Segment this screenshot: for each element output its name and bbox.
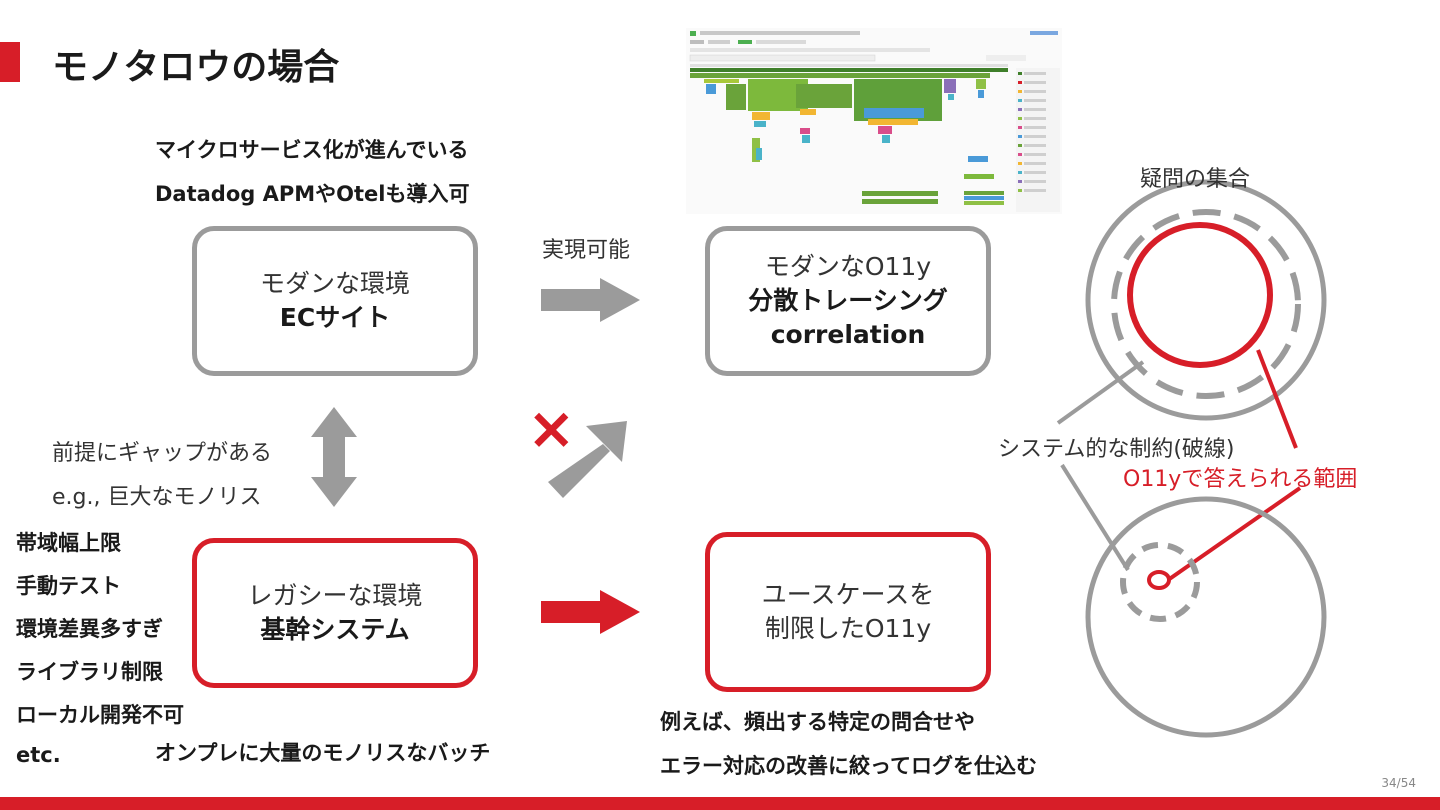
list-item: 環境差異多すぎ [16,617,163,641]
trace-flamegraph-screenshot [686,28,1062,214]
note-monolith: e.g., 巨大なモノリス [52,485,262,510]
list-item: 手動テスト [16,574,121,598]
box-modern-ec-line2: ECサイト [279,303,391,332]
title-accent-bar [0,42,20,82]
cross-mark: × [527,394,576,462]
box-legacy-line1: レガシーな環境 [247,581,423,610]
note-batch: オンプレに大量のモノリスなバッチ [155,741,491,765]
box-limited-o11y: ユースケースを 制限したO11y [705,532,991,692]
box-legacy-line2: 基幹システム [260,615,410,644]
box-modern-ec: モダンな環境 ECサイト [192,226,478,376]
note-example-1: 例えば、頻出する特定の問合せや [660,710,975,734]
box-modern-ec-line1: モダンな環境 [259,269,410,298]
arrow-right-gray [541,278,640,322]
answerable-circle-bottom [1147,570,1171,590]
box-modern-o11y: モダンなO11y 分散トレーシング correlation [705,226,991,376]
note-example-2: エラー対応の改善に絞ってログを仕込む [660,754,1037,778]
note-microservices: マイクロサービス化が進んでいる [155,138,469,162]
arrow-up-down-gray [311,407,357,507]
page-title: モノタロウの場合 [52,47,340,88]
answerable-circle-top [1127,222,1273,368]
arrow-right-red [541,590,640,634]
box-limited-o11y-line1: ユースケースを [761,580,935,609]
box-limited-o11y-line2: 制限したO11y [764,614,932,643]
box-modern-o11y-line1: モダンなO11y [764,252,932,281]
note-gap: 前提にギャップがある [52,441,273,466]
list-item: ローカル開発不可 [16,703,184,727]
list-item: 帯域幅上限 [16,531,121,555]
arrow-diagonal-gray [548,421,627,498]
list-item: ライブラリ制限 [16,660,163,684]
arrow-label-feasible: 実現可能 [542,238,631,263]
box-legacy: レガシーな環境 基幹システム [192,538,478,688]
diagram-label-question-set: 疑問の集合 [1140,167,1251,192]
page-number: 34/54 [1381,776,1416,790]
constraint-dashed-circle-bottom [1120,542,1200,622]
box-modern-o11y-line2: 分散トレーシング [748,286,948,315]
diagram-label-constraint: システム的な制約(破線) [998,431,1235,463]
list-item: etc. [16,743,61,767]
constraint-dashed-circle-top [1111,209,1301,399]
question-set-circle-bottom [1085,496,1327,738]
question-set-circle-top [1085,179,1327,421]
note-apm: Datadog APMやOtelも導入可 [155,182,470,206]
box-modern-o11y-line3: correlation [770,320,926,349]
footer-accent-bar [0,797,1440,810]
diagram-label-answerable: O11yで答えられる範囲 [1123,467,1358,492]
